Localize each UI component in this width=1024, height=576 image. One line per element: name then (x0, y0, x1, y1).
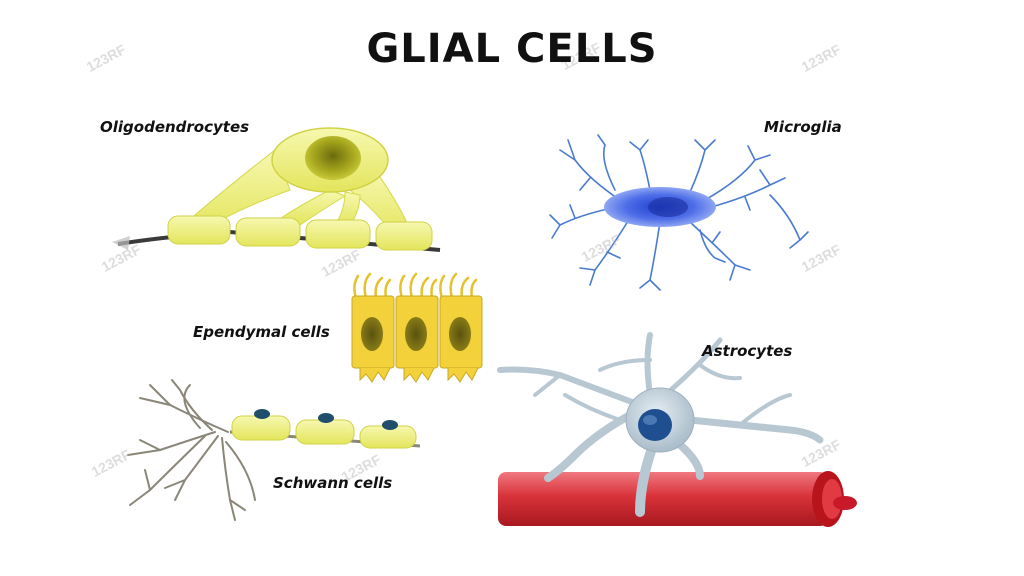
oligodendrocyte-nucleus (305, 136, 361, 180)
oligodendrocyte-illustration (112, 127, 441, 252)
label-ependymal-cells: Ependymal cells (193, 323, 330, 341)
label-astrocytes: Astrocytes (702, 342, 793, 360)
label-schwann-cells: Schwann cells (273, 474, 393, 492)
label-oligodendrocytes: Oligodendrocytes (100, 118, 250, 136)
page-title: GLIAL CELLS (366, 26, 658, 72)
microglia-nucleus (648, 197, 688, 217)
schwann-illustration (127, 379, 421, 521)
label-microglia: Microglia (764, 118, 842, 136)
blood-vessel (498, 471, 857, 527)
astrocyte-nucleus (638, 409, 672, 441)
microglia-illustration (549, 134, 809, 291)
ependymal-illustration (351, 272, 483, 383)
